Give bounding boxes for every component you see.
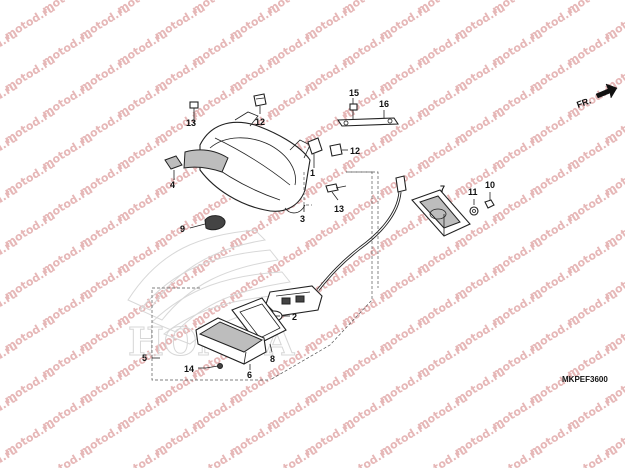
part-13-bolt-lower xyxy=(325,183,347,193)
callout-3: 3 xyxy=(300,214,305,224)
watermark-text: motod.ru xyxy=(190,443,245,468)
watermark-text: motod.ru xyxy=(490,443,545,468)
callout-13-lower: 13 xyxy=(334,204,344,214)
callout-10: 10 xyxy=(485,180,495,190)
wire-harness xyxy=(316,175,407,291)
callout-4: 4 xyxy=(170,180,175,190)
fr-label: FR. xyxy=(575,96,592,110)
watermark-text: motod.ru xyxy=(415,443,470,468)
leader-lines xyxy=(152,98,491,370)
part-11-washer xyxy=(469,206,479,216)
callout-16: 16 xyxy=(379,99,389,109)
watermark-text: motod.ru xyxy=(0,0,20,17)
callout-11: 11 xyxy=(468,187,478,197)
callout-15: 15 xyxy=(349,88,359,98)
callout-9: 9 xyxy=(180,224,185,234)
part-14-screw xyxy=(205,363,223,369)
part-7-gasket xyxy=(411,189,471,237)
callout-7: 7 xyxy=(440,184,445,194)
callout-8: 8 xyxy=(270,354,275,364)
part-10-nut xyxy=(484,199,495,209)
part-16-stay xyxy=(336,117,400,127)
callout-14: 14 xyxy=(184,364,194,374)
watermark-text: motod.ru xyxy=(265,443,320,468)
watermark-text: motod.ru xyxy=(340,443,395,468)
callout-6: 6 xyxy=(247,370,252,380)
callout-13-top: 13 xyxy=(186,118,196,128)
callout-12-top: 12 xyxy=(255,117,265,127)
part-9-grommet xyxy=(204,215,226,231)
callout-5: 5 xyxy=(142,353,147,363)
front-arrow-icon xyxy=(595,83,618,99)
watermark-text: motod.ru xyxy=(115,443,170,468)
part-13-bolt-top xyxy=(189,101,199,118)
part-12-clip-nut-top xyxy=(253,93,267,107)
part-4-rubber-pad xyxy=(164,155,183,170)
tail-light-housing xyxy=(183,111,311,214)
callout-2: 2 xyxy=(292,312,297,322)
diagram-code: MKPEF3600 xyxy=(562,375,608,384)
part-1-clip xyxy=(307,137,323,155)
watermark-text: motod.ru xyxy=(565,443,620,468)
watermark-text: motod.ru xyxy=(40,443,95,468)
bulb-socket-assembly xyxy=(265,285,323,317)
callout-12-middle: 12 xyxy=(350,146,360,156)
callout-1: 1 xyxy=(310,168,315,178)
part-12-clip-nut-middle xyxy=(329,143,343,157)
front-direction-indicator: FR. xyxy=(575,83,618,110)
callout-labels: 1 2 3 4 5 6 7 8 9 10 11 12 12 13 13 14 1… xyxy=(142,88,495,380)
part-15-bolt xyxy=(349,103,358,120)
part-6-license-light xyxy=(195,317,267,365)
